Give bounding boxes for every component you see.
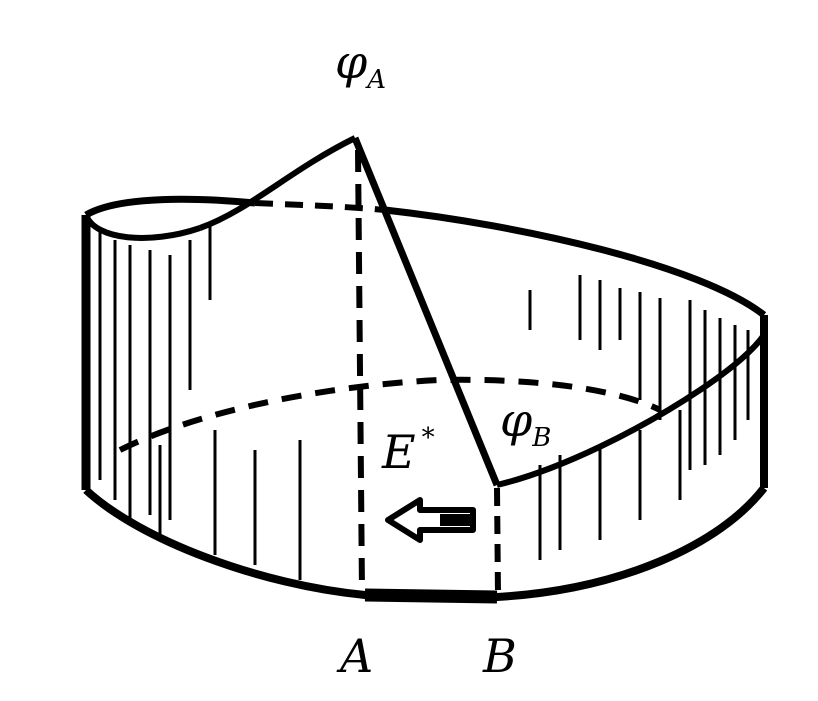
floor-ellipse-back <box>118 376 662 453</box>
wall-hatching <box>98 225 750 580</box>
label-energy: E* <box>381 423 435 479</box>
vertical-dashed-b <box>494 487 501 596</box>
vertical-dashed-a <box>355 149 365 593</box>
label-phi-b: φB <box>500 393 551 453</box>
label-phi-a: φA <box>335 35 386 95</box>
top-rim-back <box>84 195 256 219</box>
top-rim-hidden <box>254 200 386 213</box>
top-rim-back-right <box>384 206 767 318</box>
label-point-a: A <box>336 629 373 683</box>
label-point-b: B <box>482 629 517 683</box>
top-rim-front <box>83 213 201 241</box>
surface-left-curve <box>198 135 357 231</box>
bottom-rim-front <box>83 485 768 602</box>
surface-descent-line <box>351 136 501 487</box>
segment-ab <box>364 588 498 604</box>
surface-right-curve <box>496 333 767 488</box>
direction-arrow <box>385 497 476 543</box>
